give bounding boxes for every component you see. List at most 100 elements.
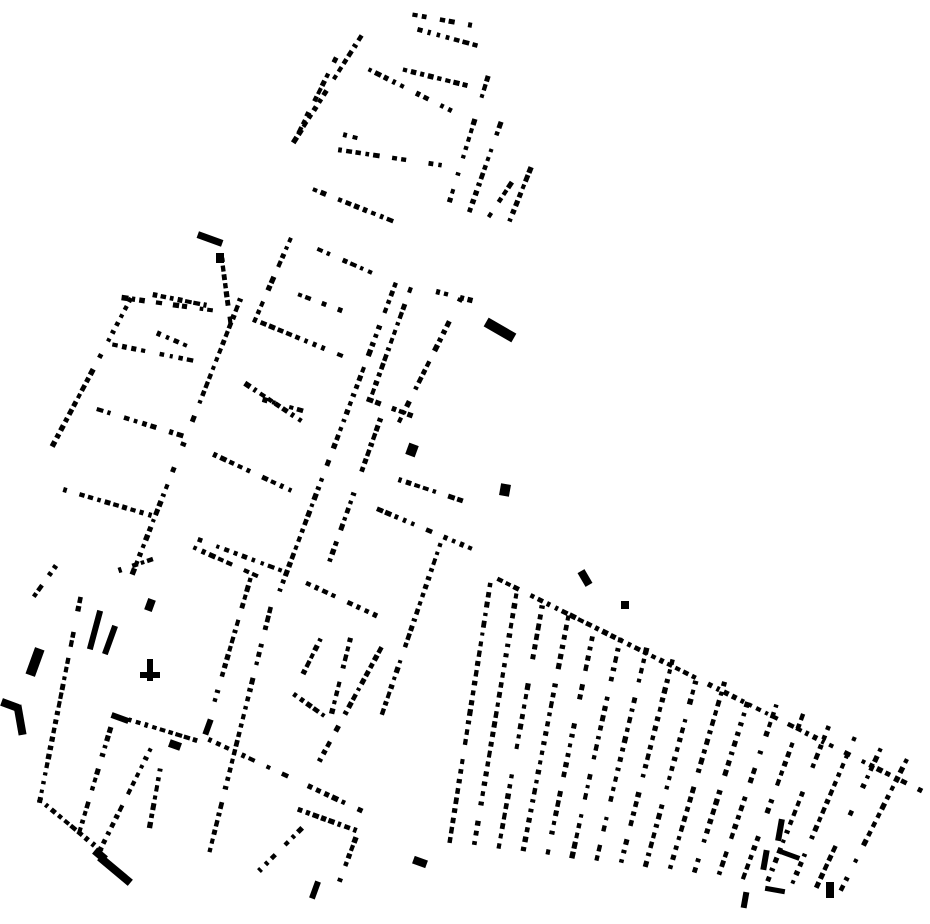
building xyxy=(140,559,145,566)
building xyxy=(436,337,444,343)
building xyxy=(531,787,538,795)
building xyxy=(504,792,512,800)
building xyxy=(466,207,474,213)
building xyxy=(483,601,490,608)
building xyxy=(330,794,340,803)
building xyxy=(252,317,258,323)
building xyxy=(804,730,810,737)
building xyxy=(822,863,830,871)
building xyxy=(252,386,258,394)
building xyxy=(66,408,75,416)
building xyxy=(240,752,247,759)
building xyxy=(160,293,167,300)
building xyxy=(795,800,802,807)
building xyxy=(160,492,167,498)
building xyxy=(58,691,64,700)
building xyxy=(31,591,39,599)
building xyxy=(722,768,729,777)
building xyxy=(706,681,714,689)
building xyxy=(337,197,343,203)
building xyxy=(54,710,61,716)
building xyxy=(780,838,786,844)
building xyxy=(447,493,456,501)
building xyxy=(259,320,268,327)
building xyxy=(642,763,649,769)
building xyxy=(585,620,593,628)
building xyxy=(265,764,272,770)
building xyxy=(327,817,336,826)
building xyxy=(269,853,277,861)
building xyxy=(501,812,508,820)
building xyxy=(311,706,321,714)
building xyxy=(775,778,782,787)
building xyxy=(325,740,332,749)
building xyxy=(356,806,364,814)
building xyxy=(104,734,111,742)
building xyxy=(505,180,515,190)
building xyxy=(435,288,441,296)
building xyxy=(722,689,730,697)
building xyxy=(420,592,426,598)
building xyxy=(689,786,697,794)
building xyxy=(784,829,791,835)
building xyxy=(718,691,724,697)
building xyxy=(259,560,265,566)
building xyxy=(399,83,405,89)
building xyxy=(725,759,732,767)
building xyxy=(355,686,362,692)
building xyxy=(338,523,346,532)
building xyxy=(501,662,507,668)
building xyxy=(126,788,133,796)
building xyxy=(413,608,421,616)
building xyxy=(117,804,125,813)
building xyxy=(277,587,283,593)
building xyxy=(157,768,163,772)
building xyxy=(216,812,222,817)
building xyxy=(0,698,20,712)
building xyxy=(485,761,491,767)
building xyxy=(493,710,499,719)
building xyxy=(439,103,445,109)
building xyxy=(426,29,432,36)
building xyxy=(370,210,377,217)
building xyxy=(526,166,534,174)
building xyxy=(388,289,396,297)
building xyxy=(299,528,306,534)
building xyxy=(504,581,512,588)
building xyxy=(506,632,513,639)
building xyxy=(820,806,827,815)
building xyxy=(167,739,183,751)
building xyxy=(112,502,120,508)
building xyxy=(650,735,656,741)
building xyxy=(65,657,71,665)
building xyxy=(523,174,531,183)
building xyxy=(517,723,524,730)
building xyxy=(51,564,59,570)
building xyxy=(809,834,816,840)
building xyxy=(483,770,490,777)
building xyxy=(640,773,646,778)
building xyxy=(508,622,514,629)
building xyxy=(207,551,217,560)
building xyxy=(405,479,413,487)
building xyxy=(317,637,323,643)
building xyxy=(642,860,650,868)
building xyxy=(560,608,569,616)
building xyxy=(110,712,130,724)
building xyxy=(467,22,473,28)
building xyxy=(576,822,582,829)
building xyxy=(884,794,891,801)
building xyxy=(496,843,502,849)
building xyxy=(587,646,593,651)
building xyxy=(320,748,328,756)
building xyxy=(748,702,753,708)
building xyxy=(340,799,347,806)
building xyxy=(300,668,308,676)
building xyxy=(480,790,486,797)
building xyxy=(367,269,373,275)
building xyxy=(121,294,129,302)
building xyxy=(367,441,375,448)
building xyxy=(458,768,464,774)
building xyxy=(519,713,526,720)
